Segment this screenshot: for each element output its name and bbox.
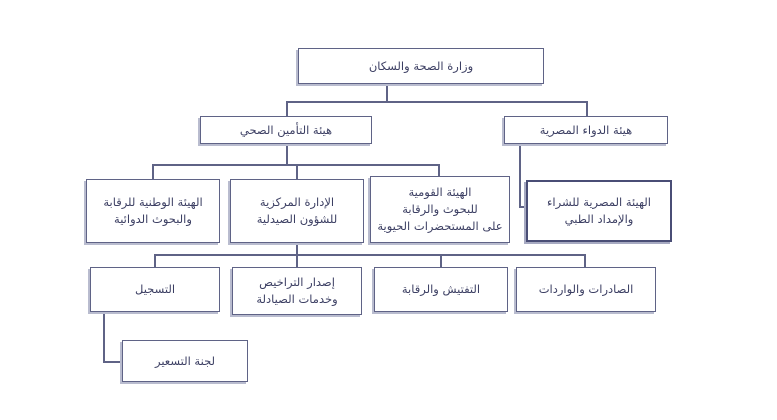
connector-biologicals-drop [438,164,440,179]
connector-central-pharma-drop [296,164,298,179]
connector-level2-bus [286,101,588,103]
node-national-drug-control[interactable]: الهيئة الوطنية للرقابة والبحوث الدوائية [86,179,220,243]
node-ministry-label: وزارة الصحة والسكان [368,58,474,73]
node-health-insurance-label: هيئة التأمين الصحي [239,122,333,137]
connector-ministry-stem [386,84,388,102]
node-central-pharma-admin[interactable]: الإدارة المركزية للشؤون الصيدلية [230,179,364,243]
connector-health-insurance-stem [286,144,288,165]
connector-pricing-elbow-horizontal [103,361,122,363]
connector-registration-drop [154,254,156,267]
node-central-pharma-admin-label: الإدارة المركزية للشؤون الصيدلية [256,195,338,226]
node-procurement-authority[interactable]: الهيئة المصرية للشراء والإمداد الطبي [526,180,672,242]
node-inspection-label: التفتيش والرقابة [401,282,481,297]
node-exports-imports-label: الصادرات والواردات [538,282,634,297]
node-pricing-committee[interactable]: لجنة التسعير [122,340,248,382]
node-licensing-label: إصدار التراخيص وخدمات الصيادلة [256,275,338,306]
node-health-insurance[interactable]: هيئة التأمين الصحي [200,116,372,144]
connector-level4-bus [154,254,586,256]
footer-note [0,416,777,420]
connector-health-insurance-drop [286,101,288,116]
connector-licensing-drop [296,254,298,267]
node-pricing-committee-label: لجنة التسعير [154,353,215,368]
node-registration[interactable]: التسجيل [90,267,220,312]
connector-inspection-drop [440,254,442,267]
node-national-drug-control-label: الهيئة الوطنية للرقابة والبحوث الدوائية [103,195,203,226]
node-ministry[interactable]: وزارة الصحة والسكان [298,48,544,84]
node-procurement-authority-label: الهيئة المصرية للشراء والإمداد الطبي [547,195,651,226]
node-exports-imports[interactable]: الصادرات والواردات [516,267,656,312]
node-drug-authority[interactable]: هيئة الدواء المصرية [504,116,668,144]
node-drug-authority-label: هيئة الدواء المصرية [539,122,633,137]
node-inspection[interactable]: التفتيش والرقابة [374,267,508,312]
node-biologicals-org-label: الهيئة القومية للبحوث والرقابة على المست… [377,185,503,233]
node-registration-label: التسجيل [134,282,176,297]
node-licensing[interactable]: إصدار التراخيص وخدمات الصيادلة [232,267,362,315]
connector-national-drug-control-drop [152,164,154,179]
connector-procurement-elbow-vertical [519,144,521,208]
connector-exports-imports-drop [584,254,586,267]
connector-pricing-elbow-vertical [103,312,105,363]
connector-drug-authority-drop [586,101,588,116]
node-biologicals-org[interactable]: الهيئة القومية للبحوث والرقابة على المست… [370,176,510,243]
